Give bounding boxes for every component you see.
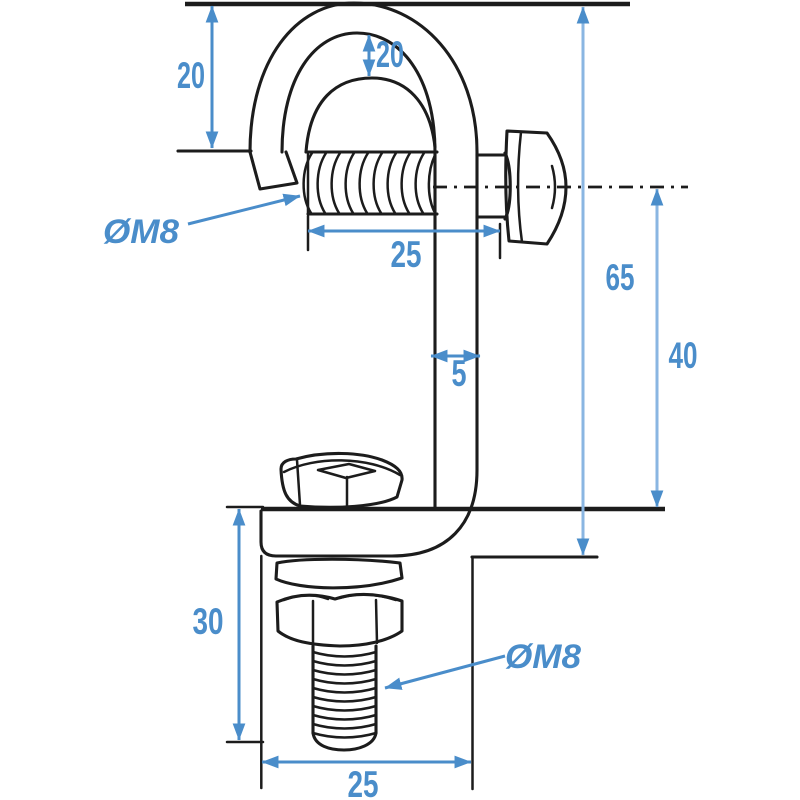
dim-label-bottom-bolt-length: 30 [193, 601, 224, 642]
dim-label-axis-to-base: 40 [669, 335, 698, 376]
bottom-bolt [311, 644, 378, 752]
hook-opening-arc [304, 76, 437, 154]
hook-outer-profile [248, 1, 479, 558]
dim-axis-to-base: 40 [650, 188, 698, 508]
hook-inner-profile [280, 31, 437, 510]
hook-body [248, 1, 479, 558]
dim-label-shank-thickness: 5 [452, 353, 467, 394]
dim-label-hook-depth: 20 [177, 55, 205, 96]
thread-label-bottom: ØM8 [505, 638, 581, 676]
label-top-bolt-thread: ØM8 [103, 193, 301, 251]
dim-base-width: 25 [260, 554, 472, 800]
lower-nut-facet-right [374, 598, 379, 645]
dim-hook-inner-gap: 20 [362, 34, 404, 77]
dim-label-base-width: 25 [348, 764, 379, 800]
top-bolt [302, 129, 568, 246]
bottom-bolt-end-cap [311, 731, 378, 752]
dim-shank-thickness: 5 [430, 349, 481, 394]
thread-label-top: ØM8 [103, 213, 179, 251]
upper-nut-top-face [282, 459, 402, 477]
dim-hook-depth: 20 [177, 5, 219, 149]
top-thread-crests [302, 151, 437, 215]
upper-nut [279, 451, 404, 510]
reference-lines [176, 1, 630, 153]
upper-nut-hole [316, 462, 377, 480]
upper-nut-facet-left [295, 458, 302, 507]
lower-nut [275, 592, 404, 648]
dim-label-hook-inner-gap: 20 [376, 34, 404, 75]
dim-top-bolt-thread-length: 25 [306, 214, 502, 275]
lower-nut-outline [275, 592, 404, 648]
washer-outline [274, 557, 404, 590]
label-bottom-bolt-thread: ØM8 [384, 638, 581, 690]
bottom-thread-crests [311, 650, 378, 739]
lower-nut-chamfer-left [282, 594, 330, 602]
dim-bottom-bolt-length: 30 [193, 505, 265, 744]
dim-overall-height: 65 [576, 6, 635, 556]
clamped-beam [261, 506, 665, 791]
lower-nut-chamfer-right [338, 593, 398, 602]
washer [274, 557, 404, 590]
hook-jaw-tip [248, 150, 299, 191]
dim-label-overall-height: 65 [606, 257, 635, 298]
dim-label-top-bolt-thread-length: 25 [391, 234, 422, 275]
